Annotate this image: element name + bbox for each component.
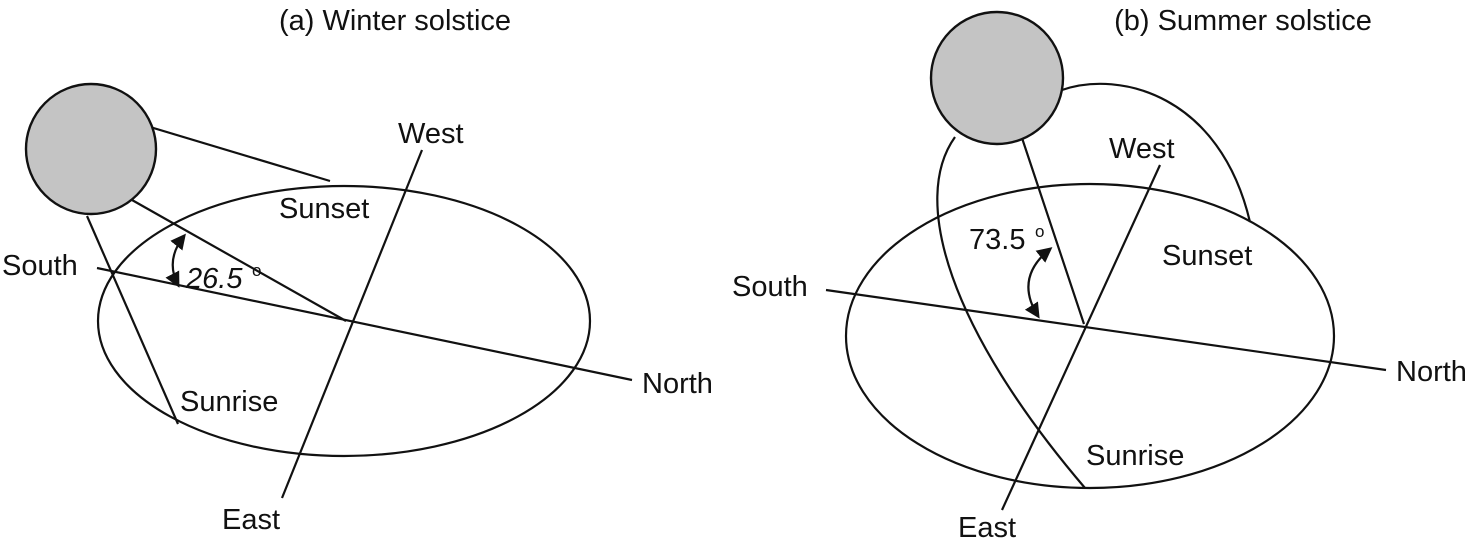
horizon-ellipse-summer — [844, 182, 1336, 490]
angle-degree-winter: o — [252, 261, 261, 280]
sun-ray-to-center-summer — [1020, 137, 1086, 325]
angle-arc-summer — [1024, 247, 1053, 319]
label-north-winter: North — [642, 368, 713, 400]
east-west-axis-winter — [280, 149, 424, 499]
angle-value-summer: 73.5 — [969, 224, 1025, 256]
panel-title-winter: (a) Winter solstice — [279, 5, 511, 37]
sun-summer — [929, 10, 1065, 146]
label-sunrise-summer: Sunrise — [1086, 440, 1184, 472]
label-west-winter: West — [398, 118, 464, 150]
label-sunset-summer: Sunset — [1162, 240, 1252, 272]
panel-title-summer: (b) Summer solstice — [1114, 5, 1372, 37]
label-west-summer: West — [1109, 133, 1175, 165]
sun-ray-to-sunrise-winter — [85, 215, 180, 425]
south-north-axis-summer — [825, 288, 1387, 372]
label-east-winter: East — [222, 504, 280, 536]
horizon-ellipse-winter — [96, 184, 592, 458]
sun-path-arc-sunrise-summer — [936, 136, 1086, 489]
label-north-summer: North — [1396, 356, 1467, 388]
angle-degree-summer: o — [1035, 222, 1044, 241]
sun-ray-to-center-winter — [131, 199, 347, 322]
panel-summer-solstice: (b) Summer solstice 73.5 o West East Sou… — [732, 5, 1467, 543]
panel-winter-solstice: (a) Winter solstice 26.5 o West East Sou… — [2, 5, 713, 536]
label-sunset-winter: Sunset — [279, 193, 369, 225]
label-south-winter: South — [2, 250, 78, 282]
angle-value-winter: 26.5 — [185, 263, 243, 295]
label-east-summer: East — [958, 512, 1016, 543]
label-south-summer: South — [732, 271, 808, 303]
sun-winter — [24, 82, 158, 216]
south-north-axis-winter — [96, 266, 633, 382]
sun-path-arc-sunset-summer — [1061, 82, 1252, 223]
label-sunrise-winter: Sunrise — [180, 386, 278, 418]
east-west-axis-summer — [1000, 164, 1162, 511]
angle-arc-winter — [165, 233, 186, 288]
sun-ray-to-sunset-winter — [149, 125, 331, 183]
